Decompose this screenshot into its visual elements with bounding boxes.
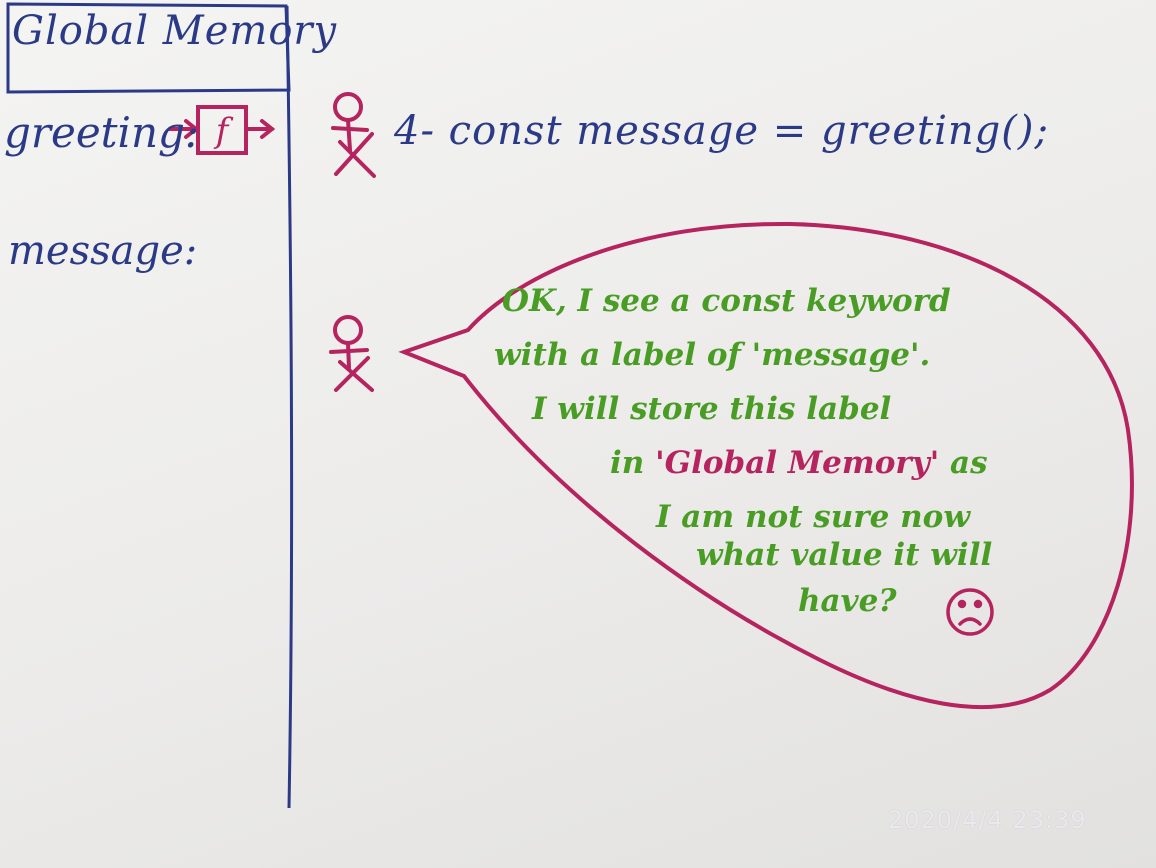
memory-entry-message: message: [8, 228, 198, 274]
bubble-line-4-end: as [939, 445, 988, 481]
divider-line [285, 5, 294, 809]
function-glyph: f [215, 111, 229, 151]
memory-entry-greeting: greeting: [4, 108, 200, 157]
bubble-line-4: in 'Global Memory' as [610, 445, 988, 481]
global-memory-mention: 'Global Memory' [655, 445, 940, 481]
bubble-line-7: have? [798, 583, 897, 619]
stick-figure-bottom [329, 315, 374, 392]
code-line: 4- const message = greeting(); [394, 108, 1049, 154]
speech-bubble-text: OK, I see a const keyword with a label o… [470, 283, 1110, 643]
bubble-line-2: with a label of 'message'. [494, 337, 931, 373]
photo-timestamp: 2020/4/4 23:39 [888, 806, 1087, 834]
function-box: f [196, 105, 248, 155]
bubble-line-3: I will store this label [532, 391, 892, 427]
bubble-line-6: what value it will [696, 537, 993, 573]
stick-figure-top [331, 92, 376, 178]
memory-title: Global Memory [12, 8, 338, 54]
bubble-line-5: I am not sure now [656, 499, 971, 535]
bubble-line-4-start: in [610, 445, 656, 481]
bubble-line-1: OK, I see a const keyword [502, 283, 951, 319]
function-arrows [168, 119, 276, 139]
speech-bubble [398, 221, 1134, 710]
sad-face-emoji [946, 588, 994, 636]
